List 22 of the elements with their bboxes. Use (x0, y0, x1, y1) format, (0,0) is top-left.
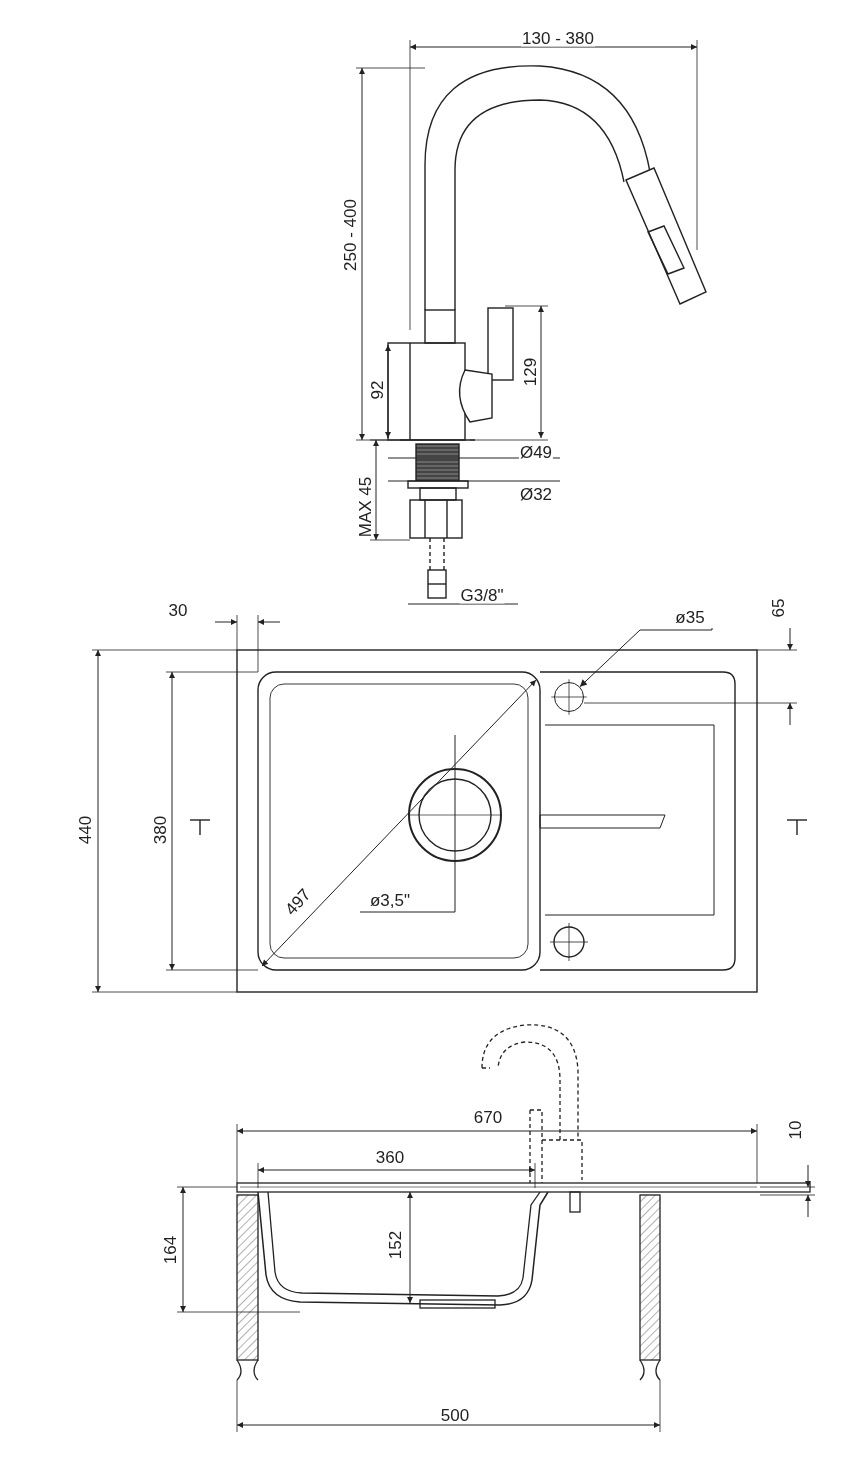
dimension-label: 152 (386, 1229, 404, 1261)
tap-hole (554, 682, 584, 712)
dimension-label: 92 (368, 379, 386, 401)
dimension-label: 10 (786, 1119, 804, 1141)
dimension-label: 440 (76, 814, 94, 846)
dimension-label: G3/8" (459, 586, 505, 604)
dimension-label: 164 (161, 1234, 179, 1266)
dimension-label: 500 (439, 1406, 471, 1424)
dimension-label: 670 (472, 1108, 504, 1126)
dimension-label: ø3,5" (368, 891, 412, 909)
dimension-label: Ø32 (518, 485, 554, 503)
dimension-label: 30 (167, 601, 189, 619)
dimension-label: 360 (374, 1148, 406, 1166)
dimension-label: ø35 (668, 606, 712, 628)
dimension-label: MAX 45 (356, 475, 374, 539)
leader-line (579, 627, 713, 688)
dimension-label: 380 (151, 814, 169, 846)
dimension-label: 65 (769, 597, 787, 619)
dimension-label: 129 (521, 356, 539, 388)
dimension-label: 250 - 400 (341, 198, 359, 272)
dimension-label: 130 - 380 (521, 29, 595, 47)
dimension-label: Ø49 (518, 443, 554, 461)
